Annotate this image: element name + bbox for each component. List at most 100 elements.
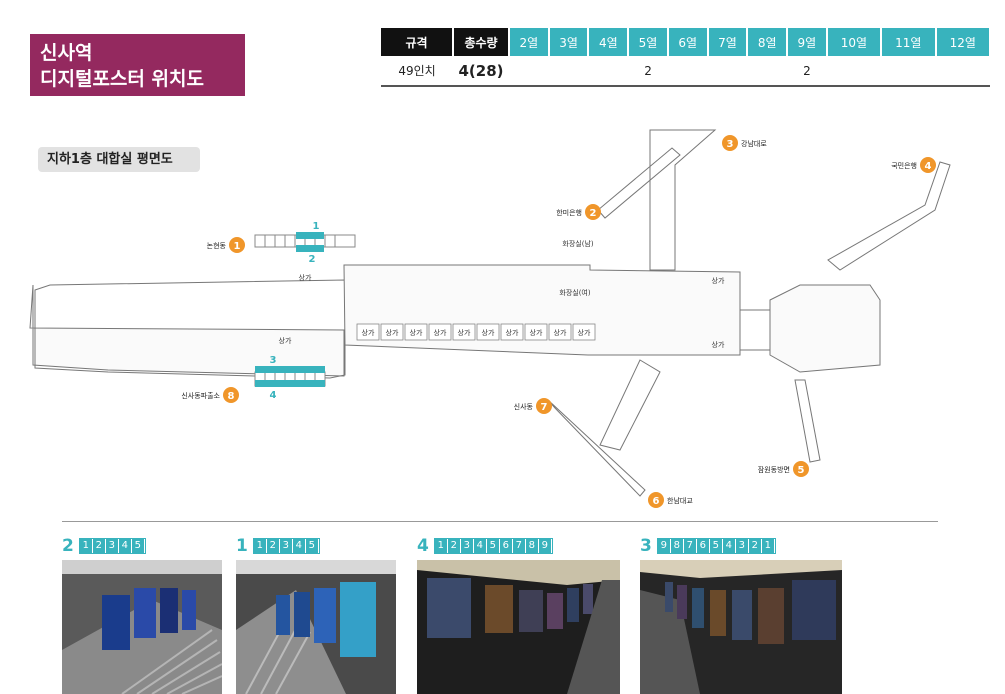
svg-text:한남대교: 한남대교 bbox=[667, 496, 693, 505]
spec-header-cell: 6열 bbox=[667, 28, 709, 56]
svg-text:논현동: 논현동 bbox=[207, 242, 227, 250]
spec-cell bbox=[707, 56, 748, 87]
spec-cell bbox=[935, 56, 990, 87]
site-photo bbox=[62, 560, 222, 694]
poster-groups bbox=[255, 232, 325, 387]
section-divider bbox=[62, 521, 938, 522]
shop-label: 상가 bbox=[458, 328, 471, 337]
svg-text:7: 7 bbox=[541, 402, 548, 413]
svg-text:잠원동방면: 잠원동방면 bbox=[758, 465, 790, 474]
poster-group-label: 2 bbox=[309, 254, 316, 265]
spec-header-cell: 8열 bbox=[747, 28, 789, 56]
svg-text:국민은행: 국민은행 bbox=[891, 161, 917, 170]
shop-label: 상가 bbox=[578, 328, 591, 337]
shop-row bbox=[356, 323, 596, 341]
svg-text:강남대로: 강남대로 bbox=[741, 139, 767, 148]
shop-label: 상가 bbox=[279, 336, 292, 345]
spec-header-cell: 5열 bbox=[628, 28, 669, 56]
photo-number: 1 bbox=[236, 536, 248, 556]
spec-header-cell: 2열 bbox=[509, 28, 550, 56]
shop-label: 상가 bbox=[299, 273, 312, 282]
shop-labels: 상가 상가 상가 상가 상가 상가 상가 상가 상가 상가 상가 상가 상가 상… bbox=[279, 239, 725, 349]
spec-cell bbox=[509, 56, 549, 87]
spec-header-cell: 12열 bbox=[935, 28, 991, 56]
shop-label: 상가 bbox=[410, 328, 423, 337]
exit-marker: 7 신사동 bbox=[514, 398, 552, 414]
spec-header-cell: 총수량 bbox=[453, 28, 510, 56]
svg-text:6: 6 bbox=[653, 496, 660, 507]
exit-marker: 8 신사동파출소 bbox=[181, 387, 239, 403]
shop-label: 상가 bbox=[712, 340, 725, 349]
restroom-label: 화장실(남) bbox=[562, 239, 593, 248]
shop-label: 상가 bbox=[362, 328, 375, 337]
restroom-label: 화장실(여) bbox=[559, 288, 590, 297]
title-line-2: 디지털포스터 위치도 bbox=[40, 68, 204, 90]
spec-cell bbox=[826, 56, 882, 87]
floor-plan-map: 상가 상가 상가 상가 상가 상가 상가 상가 상가 상가 상가 상가 상가 상… bbox=[29, 129, 951, 508]
spec-header-cell: 11열 bbox=[881, 28, 937, 56]
photo-number: 4 bbox=[417, 536, 429, 556]
photo-number: 3 bbox=[640, 536, 652, 556]
poster-group-label: 1 bbox=[313, 221, 320, 232]
site-photo bbox=[236, 560, 396, 694]
spec-cell: 4(28) bbox=[453, 56, 509, 87]
shop-label: 상가 bbox=[482, 328, 495, 337]
exit-marker: 3 강남대로 bbox=[722, 135, 767, 151]
spec-cell bbox=[747, 56, 788, 87]
spec-cell: 2 bbox=[787, 56, 827, 87]
title-box: 신사역 디지털포스터 위치도 bbox=[30, 34, 245, 96]
spec-cell bbox=[548, 56, 589, 87]
spec-data-row: 49인치 4(28) 2 2 bbox=[381, 56, 990, 87]
shop-label: 상가 bbox=[712, 276, 725, 285]
spec-cell bbox=[881, 56, 936, 87]
spec-cell: 2 bbox=[628, 56, 668, 87]
shop-label: 상가 bbox=[386, 328, 399, 337]
spec-header-cell: 9열 bbox=[787, 28, 828, 56]
spec-header-cell: 4열 bbox=[588, 28, 630, 56]
shop-label: 상가 bbox=[530, 328, 543, 337]
site-photo bbox=[640, 560, 842, 694]
svg-text:신사동파출소: 신사동파출소 bbox=[181, 391, 220, 400]
poster-group-labels: 1 2 3 4 bbox=[270, 221, 320, 401]
svg-text:5: 5 bbox=[798, 465, 805, 476]
shop-label: 상가 bbox=[434, 328, 447, 337]
svg-text:4: 4 bbox=[925, 161, 932, 172]
station-outline bbox=[29, 129, 951, 497]
poster-group-label: 3 bbox=[270, 355, 277, 366]
svg-text:8: 8 bbox=[228, 391, 235, 402]
spec-cell bbox=[667, 56, 708, 87]
exit-marker: 5 잠원동방면 bbox=[758, 461, 809, 477]
title-line-1: 신사역 bbox=[40, 42, 93, 64]
exit-marker: 6 한남대교 bbox=[648, 492, 693, 508]
svg-text:1: 1 bbox=[234, 241, 241, 252]
spec-header-cell: 3열 bbox=[548, 28, 590, 56]
floor-plan-label: 지하1층 대합실 평면도 bbox=[38, 147, 200, 172]
spec-cell: 49인치 bbox=[381, 56, 453, 87]
spec-header-cell: 규격 bbox=[381, 28, 454, 56]
svg-text:2: 2 bbox=[590, 208, 597, 219]
exit-marker: 1 논현동 bbox=[207, 237, 245, 253]
svg-text:신사동: 신사동 bbox=[514, 402, 534, 411]
poster-group-label: 4 bbox=[270, 390, 277, 401]
shop-label: 상가 bbox=[506, 328, 519, 337]
spec-cell bbox=[588, 56, 629, 87]
spec-header-cell: 10열 bbox=[826, 28, 883, 56]
svg-text:3: 3 bbox=[727, 139, 734, 150]
spec-table: 규격 총수량 2열 3열 4열 5열 6열 7열 8열 9열 10열 11열 1… bbox=[381, 28, 991, 87]
shop-label: 상가 bbox=[554, 328, 567, 337]
svg-text:한미은행: 한미은행 bbox=[556, 208, 582, 217]
exit-markers: 1 논현동 2 한미은행 3 강남대로 4 국민은행 5 잠원동방면 6 한남대… bbox=[181, 135, 936, 508]
photo-number: 2 bbox=[62, 536, 74, 556]
site-photo bbox=[417, 560, 620, 694]
spec-header-cell: 7열 bbox=[707, 28, 749, 56]
exit-marker: 2 한미은행 bbox=[556, 204, 601, 220]
spec-header-row: 규격 총수량 2열 3열 4열 5열 6열 7열 8열 9열 10열 11열 1… bbox=[381, 28, 991, 56]
